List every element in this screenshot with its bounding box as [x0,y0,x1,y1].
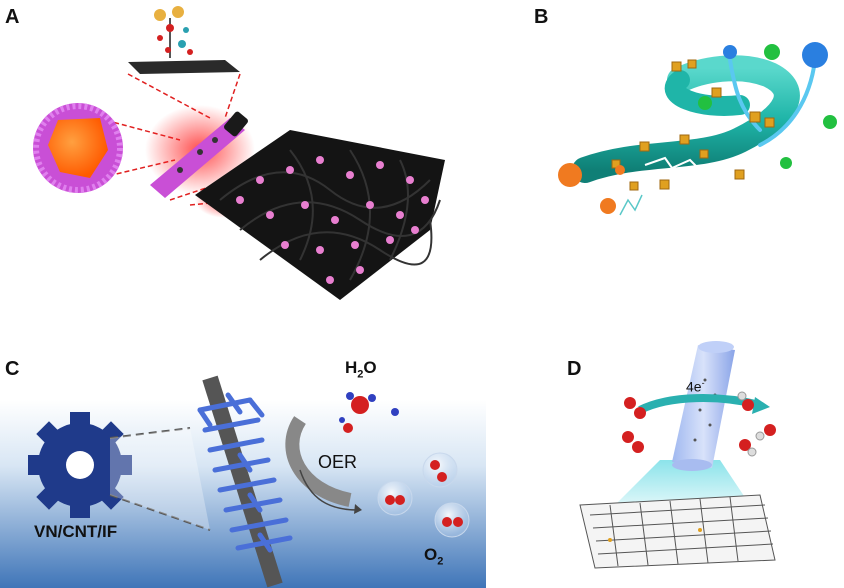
water-molecules-right [737,391,776,457]
orange-balls [558,163,625,214]
h2o-label: H2O [345,358,377,381]
cnt-rod-with-vn [197,375,293,588]
blue-ball-large [802,42,828,68]
graphene-lattice [579,494,776,569]
green-balls [698,44,837,169]
panel-c-illustration [0,375,486,588]
material-label: VN/CNT/IF [34,522,118,541]
core-shell-particle [33,103,123,193]
blue-streaks [728,58,817,147]
panel-b-illustration [558,42,837,216]
blue-tube [672,341,735,471]
molecule-structure [154,6,193,58]
panel-label-b: B [534,6,549,28]
oer-curved-arrow [285,416,352,507]
oer-label: OER [318,452,358,472]
electric-discharge [644,156,721,172]
teal-helix-tube [572,55,800,183]
water-molecules [339,392,399,433]
cnt-mat [195,130,445,300]
panel-a-illustration [33,6,445,300]
oxygen-molecules-left [622,397,646,453]
panel-label-c: C [5,358,20,380]
panel-label-a: A [5,6,20,28]
panel-label-d: D [567,358,582,380]
navy-gear [28,412,132,518]
graphene-sheet [128,60,240,74]
o2-label: O2 [424,545,444,568]
panel-d-illustration [579,341,776,569]
electrons-label: 4e- [686,378,705,395]
blue-ball [723,45,737,59]
oxygen-bubbles [377,452,470,538]
coated-nanofiber [150,111,248,198]
